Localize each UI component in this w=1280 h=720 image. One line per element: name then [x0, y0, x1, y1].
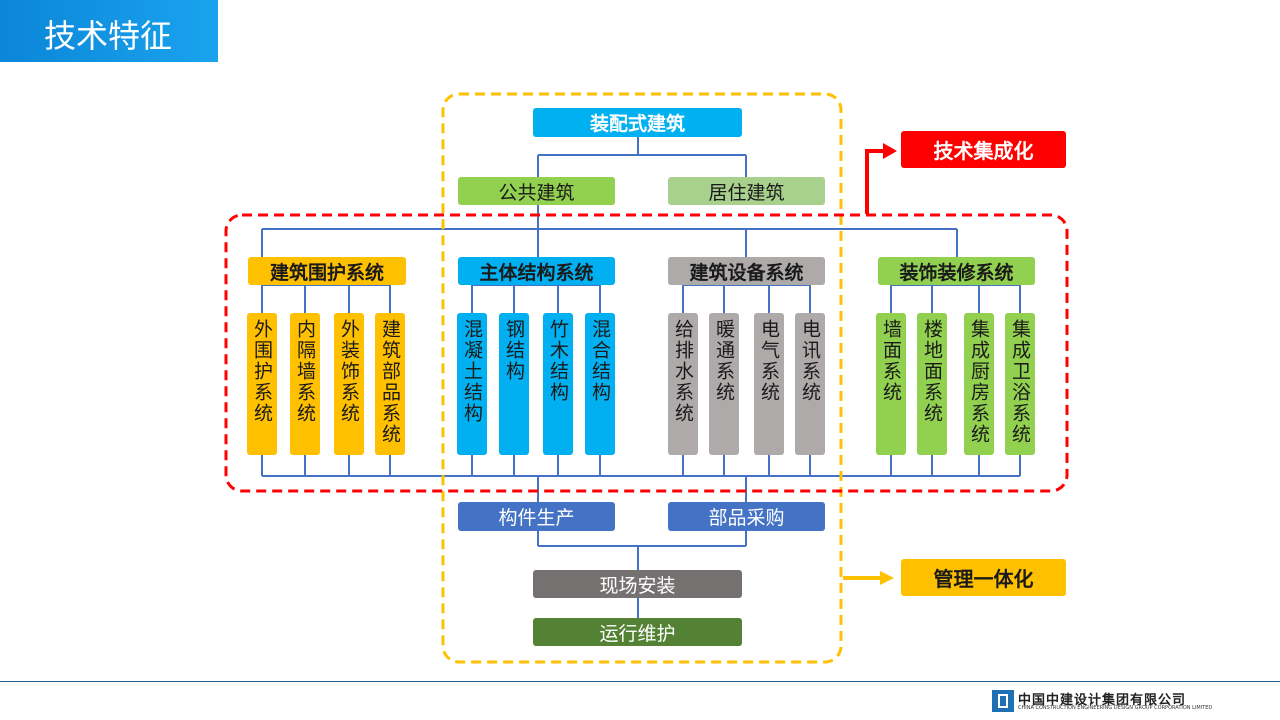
sub-system-box: 电讯系统 — [795, 313, 825, 455]
title-bar: 技术特征 — [0, 0, 218, 62]
company-name-en: CHINA CONSTRUCTION ENGINEERING DESIGN GR… — [1018, 705, 1213, 711]
sub-system-label: 内隔墙系统 — [294, 319, 316, 424]
structure-system-box: 主体结构系统 — [458, 257, 615, 285]
company-logo-icon — [992, 690, 1014, 712]
arrow-head-icon — [880, 571, 894, 585]
sub-system-box: 外装饰系统 — [334, 313, 364, 455]
sub-system-box: 竹木结构 — [543, 313, 573, 455]
integration-arrow — [865, 149, 885, 214]
sub-system-box: 集成厨房系统 — [964, 313, 994, 455]
sub-system-box: 墙面系统 — [876, 313, 906, 455]
sub-system-label: 外围护系统 — [251, 319, 273, 424]
sub-system-box: 钢结构 — [499, 313, 529, 455]
sub-system-label: 电讯系统 — [799, 319, 821, 403]
sub-system-box: 给排水系统 — [668, 313, 698, 455]
sub-system-box: 建筑部品系统 — [375, 313, 405, 455]
sub-system-box: 楼地面系统 — [917, 313, 947, 455]
sub-system-label: 混凝土结构 — [461, 319, 483, 424]
component-production-box: 构件生产 — [458, 502, 615, 531]
sub-system-label: 集成厨房系统 — [968, 319, 990, 445]
sub-system-box: 混合结构 — [585, 313, 615, 455]
sub-system-box: 电气系统 — [754, 313, 784, 455]
sub-system-box: 集成卫浴系统 — [1005, 313, 1035, 455]
sub-system-label: 楼地面系统 — [921, 319, 943, 424]
decoration-system-box: 装饰装修系统 — [878, 257, 1035, 285]
sub-system-box: 混凝土结构 — [457, 313, 487, 455]
sub-system-label: 墙面系统 — [880, 319, 902, 403]
management-integration-label: 管理一体化 — [901, 559, 1066, 596]
sub-system-box: 暖通系统 — [709, 313, 739, 455]
sub-system-label: 钢结构 — [503, 319, 525, 382]
footer-divider — [0, 681, 1280, 682]
sub-system-box: 内隔墙系统 — [290, 313, 320, 455]
sub-system-label: 电气系统 — [758, 319, 780, 403]
parts-procurement-box: 部品采购 — [668, 502, 825, 531]
management-frame — [441, 92, 843, 664]
sub-system-label: 给排水系统 — [672, 319, 694, 424]
envelope-system-box: 建筑围护系统 — [248, 257, 406, 285]
integration-frame — [224, 213, 1069, 493]
company-name-cn: 中国中建设计集团有限公司 — [1018, 693, 1187, 708]
prefab-building-box: 装配式建筑 — [533, 108, 742, 137]
equipment-system-box: 建筑设备系统 — [668, 257, 825, 285]
sub-system-label: 建筑部品系统 — [379, 319, 401, 445]
arrow-head-icon — [883, 143, 897, 159]
sub-system-box: 外围护系统 — [247, 313, 277, 455]
slide-title: 技术特征 — [44, 17, 173, 55]
onsite-install-box: 现场安装 — [533, 570, 742, 598]
sub-system-label: 集成卫浴系统 — [1009, 319, 1031, 445]
sub-system-label: 暖通系统 — [713, 319, 735, 403]
public-building-box: 公共建筑 — [458, 177, 615, 205]
sub-system-label: 混合结构 — [589, 319, 611, 403]
operation-maintenance-box: 运行维护 — [533, 618, 742, 646]
sub-system-label: 外装饰系统 — [338, 319, 360, 424]
residential-building-box: 居住建筑 — [668, 177, 825, 205]
tech-integration-label: 技术集成化 — [901, 131, 1066, 168]
sub-system-label: 竹木结构 — [547, 319, 569, 403]
